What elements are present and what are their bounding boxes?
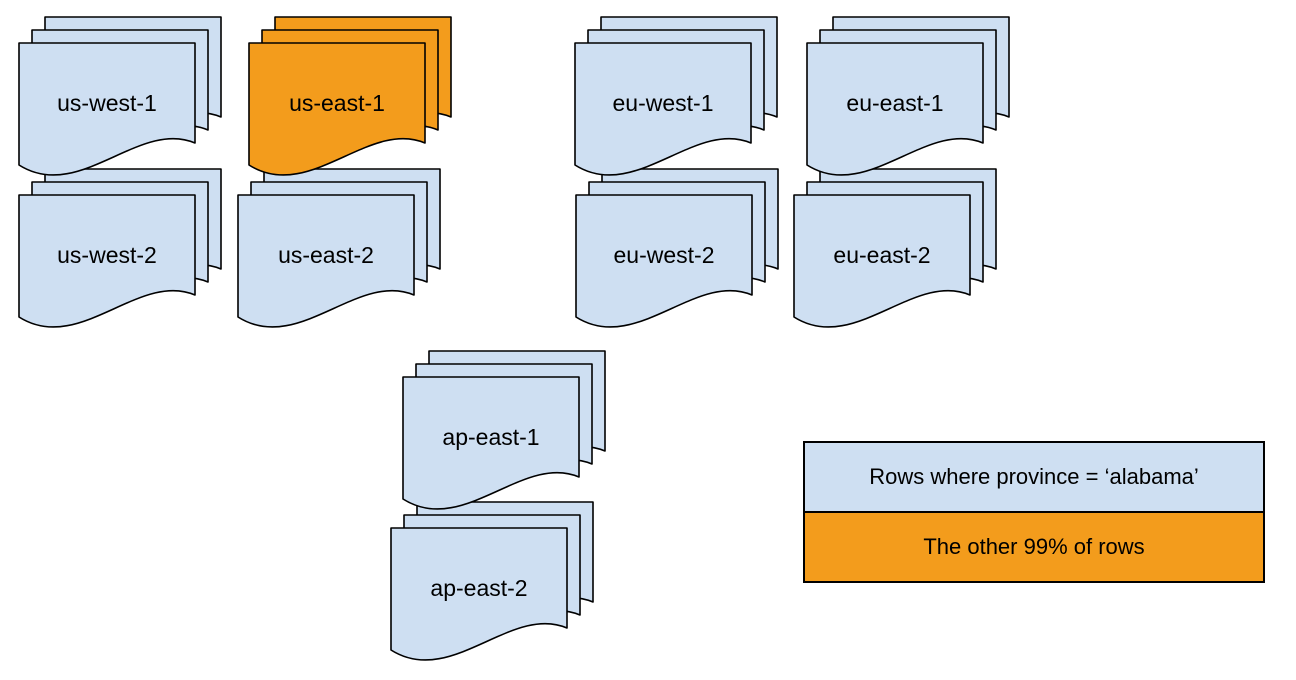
document-stack-icon: eu-east-1 xyxy=(806,16,1010,176)
document-stack-icon: eu-west-1 xyxy=(574,16,778,176)
region-stack-ap-east-2: ap-east-2 xyxy=(390,501,594,665)
legend-label-other-rows: The other 99% of rows xyxy=(923,534,1145,559)
document-sheet-front xyxy=(575,194,753,328)
legend-label-alabama-rows: Rows where province = ‘alabama’ xyxy=(869,464,1199,489)
document-stack-icon: us-east-1 xyxy=(248,16,452,176)
region-label: eu-west-2 xyxy=(614,242,715,268)
region-stack-us-east-2: us-east-2 xyxy=(237,168,441,332)
document-stack-icon: us-west-1 xyxy=(18,16,222,176)
document-stack-icon: ap-east-1 xyxy=(402,350,606,510)
region-label: eu-east-1 xyxy=(846,90,943,116)
region-label: ap-east-2 xyxy=(430,575,527,601)
document-sheet-front xyxy=(402,376,580,510)
region-label: us-east-1 xyxy=(289,90,385,116)
region-stack-eu-east-1: eu-east-1 xyxy=(806,16,1010,180)
document-stack-icon: us-east-2 xyxy=(237,168,441,328)
document-sheet-front xyxy=(806,42,984,176)
region-label: eu-west-1 xyxy=(613,90,714,116)
region-label: us-east-2 xyxy=(278,242,374,268)
document-sheet-front xyxy=(390,527,568,661)
document-stack-icon: us-west-2 xyxy=(18,168,222,328)
document-sheet-front xyxy=(18,42,196,176)
document-stack-icon: eu-west-2 xyxy=(575,168,779,328)
document-sheet-front xyxy=(793,194,971,328)
region-stack-us-west-1: us-west-1 xyxy=(18,16,222,180)
region-stack-ap-east-1: ap-east-1 xyxy=(402,350,606,514)
document-sheet-front xyxy=(237,194,415,328)
region-stack-us-west-2: us-west-2 xyxy=(18,168,222,332)
region-stack-us-east-1: us-east-1 xyxy=(248,16,452,180)
region-stack-eu-west-2: eu-west-2 xyxy=(575,168,779,332)
region-label: us-west-1 xyxy=(57,90,157,116)
legend-item-alabama-rows: Rows where province = ‘alabama’ xyxy=(805,443,1263,511)
region-label: us-west-2 xyxy=(57,242,157,268)
document-sheet-front xyxy=(574,42,752,176)
legend: Rows where province = ‘alabama’ The othe… xyxy=(803,441,1265,583)
region-label: eu-east-2 xyxy=(833,242,930,268)
document-sheet-front xyxy=(18,194,196,328)
document-stack-icon: ap-east-2 xyxy=(390,501,594,661)
legend-item-other-rows: The other 99% of rows xyxy=(805,511,1263,581)
region-stack-eu-west-1: eu-west-1 xyxy=(574,16,778,180)
document-stack-icon: eu-east-2 xyxy=(793,168,997,328)
region-label: ap-east-1 xyxy=(442,424,539,450)
document-sheet-front xyxy=(248,42,426,176)
region-stack-eu-east-2: eu-east-2 xyxy=(793,168,997,332)
